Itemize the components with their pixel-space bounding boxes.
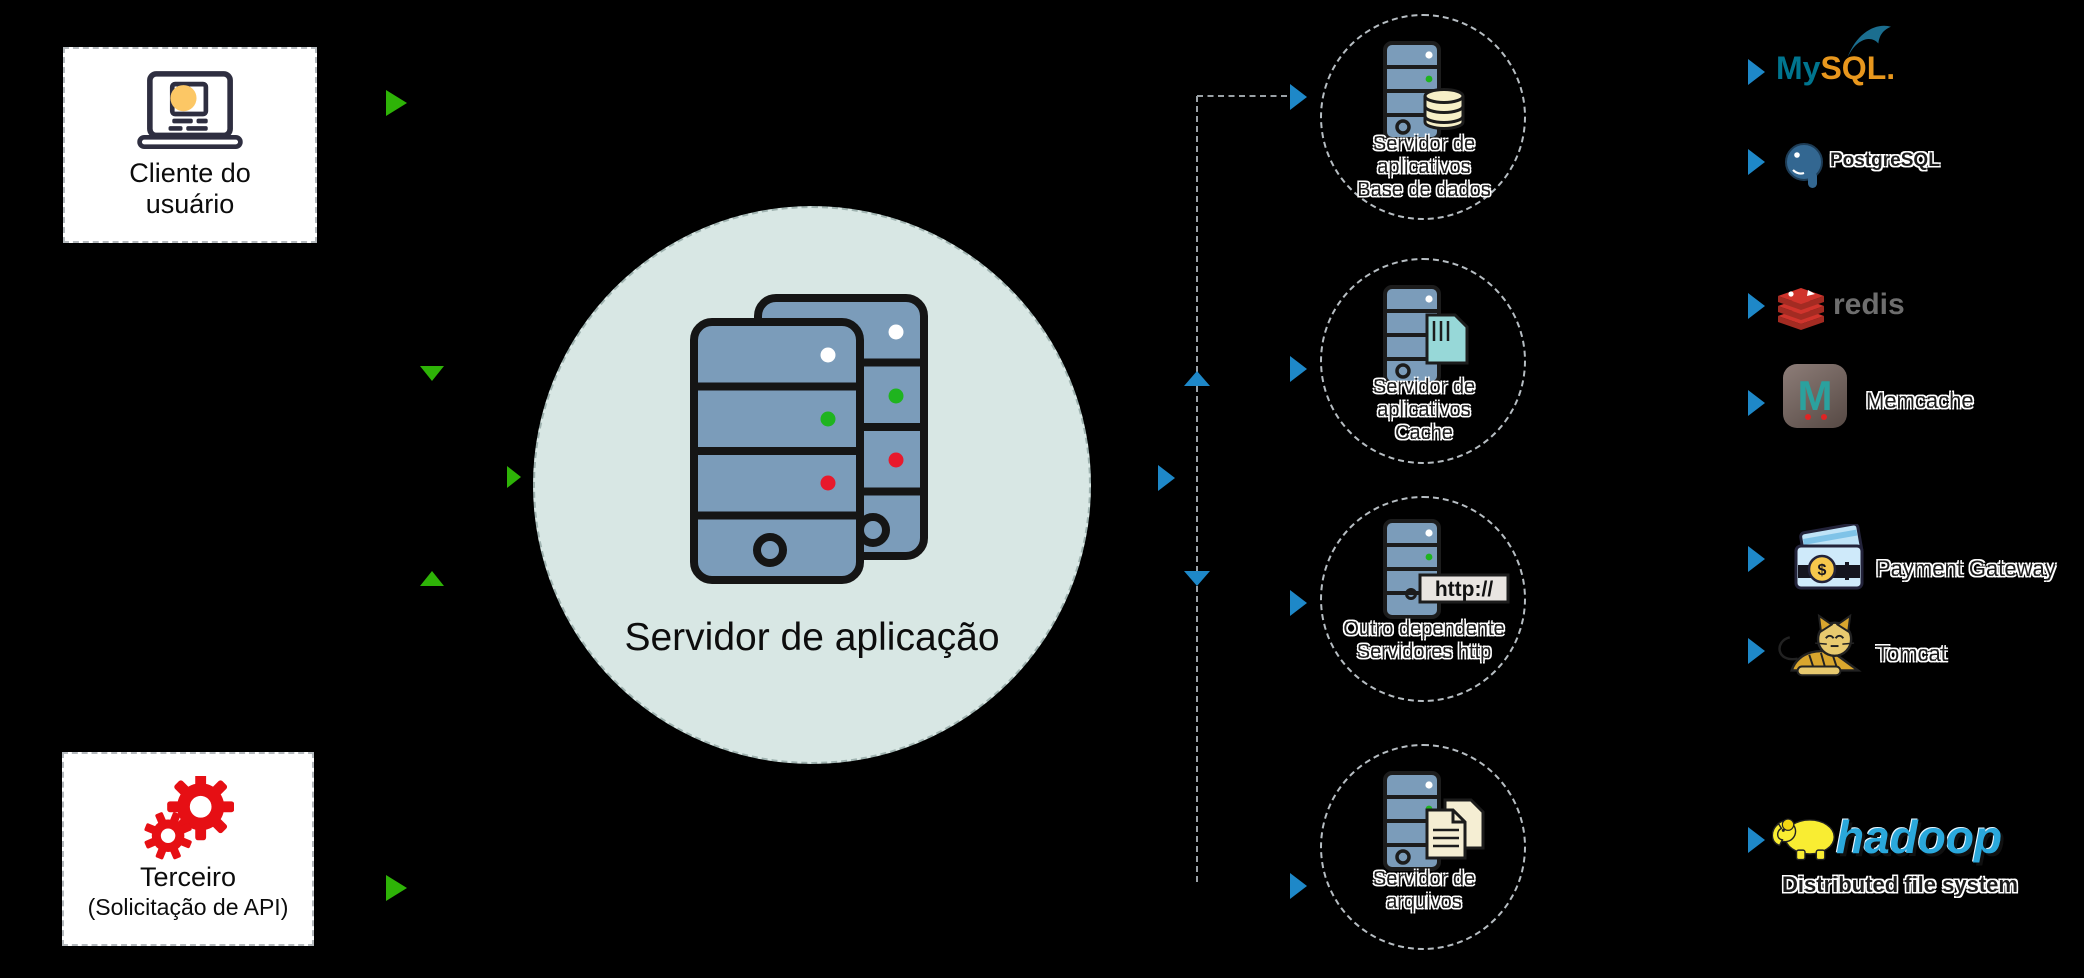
client-label-line1: Cliente do (129, 158, 251, 188)
blue-arrow-down-on-line (1184, 571, 1210, 586)
server-files-icon (1383, 771, 1485, 871)
blue-arrow-into-http-server (1290, 590, 1307, 616)
client-node: Cliente do usuário (63, 47, 317, 243)
blue-arrow-memcache (1748, 390, 1765, 416)
dashed-connector-top-branch (1197, 95, 1287, 97)
hadoop-elephant-icon (1772, 818, 1835, 861)
http-label: http:// (1435, 578, 1493, 601)
server-cache-icon (1383, 285, 1469, 385)
blue-arrow-payment-gateway (1748, 546, 1765, 572)
payment-gateway-icon: $ (1794, 524, 1864, 590)
redis-icon (1778, 288, 1824, 330)
mysql-logo-my: My (1776, 50, 1821, 86)
memcache-label: Memcache (1866, 388, 1974, 413)
blue-arrow-up-on-line (1184, 371, 1210, 386)
dashed-connector-vertical (1196, 96, 1198, 882)
dependency-cache-label: Servidor de aplicativos Cache (1372, 376, 1476, 444)
dependency-files-label: Servidor de arquivos (1372, 868, 1476, 913)
tomcat-label: Tomcat (1876, 641, 1947, 666)
blue-arrow-into-file-server (1290, 873, 1307, 899)
blue-arrow-mysql (1748, 59, 1765, 85)
mysql-logo-sql: SQL. (1820, 50, 1896, 86)
third-party-label-line1: Terceiro (139, 862, 237, 892)
memcache-monogram: M (1797, 372, 1833, 419)
redis-logo: redis (1833, 288, 1905, 321)
dependency-node-files (1320, 744, 1526, 950)
dependency-node-http (1320, 496, 1526, 702)
green-arrow-right-from-client (386, 90, 407, 116)
server-database-icon (1383, 41, 1465, 141)
dollar-symbol: $ (1818, 562, 1827, 579)
blue-arrow-postgresql (1748, 149, 1765, 175)
payment-gateway-label: Payment Gateway (1876, 556, 2056, 581)
blue-arrow-hadoop (1748, 827, 1765, 853)
mysql-logo: MySQL. (1776, 50, 1895, 87)
laptop-icon (137, 71, 243, 149)
server-towers-icon (690, 294, 928, 584)
dependency-node-database (1320, 14, 1526, 220)
blue-arrow-tomcat (1748, 638, 1765, 664)
green-arrow-down (420, 366, 444, 381)
gears-icon (144, 776, 234, 860)
hadoop-logo: hadoop (1836, 811, 2003, 863)
blue-arrow-redis (1748, 293, 1765, 319)
green-arrow-right-from-third-party (386, 875, 407, 901)
blue-arrow-right-from-app (1158, 465, 1175, 491)
server-http-icon: http:// (1383, 519, 1510, 619)
memcache-icon: M (1783, 364, 1847, 428)
blue-arrow-into-cache-server (1290, 356, 1307, 382)
dependency-node-cache (1320, 258, 1526, 464)
blue-arrow-into-database-server (1290, 84, 1307, 110)
postgresql-logo: PostgreSQL (1830, 150, 1940, 171)
green-arrow-right-into-app (507, 466, 521, 488)
postgresql-elephant-icon (1785, 143, 1823, 188)
tomcat-cat-icon (1778, 613, 1862, 677)
third-party-label-line2: (Solicitação de API) (87, 894, 289, 920)
client-label-line2: usuário (145, 189, 235, 219)
app-server-label: Servidor de aplicação (624, 616, 1000, 659)
mysql-dolphin-icon (1847, 25, 1891, 58)
third-party-node: Terceiro (Solicitação de API) (62, 752, 314, 946)
hadoop-subtitle: Distributed file system (1782, 872, 2018, 897)
dependency-http-label: Outro dependente Servidores http (1343, 618, 1505, 663)
dependency-database-label: Servidor de aplicativos Base de dados (1357, 133, 1491, 201)
green-arrow-up (420, 571, 444, 586)
